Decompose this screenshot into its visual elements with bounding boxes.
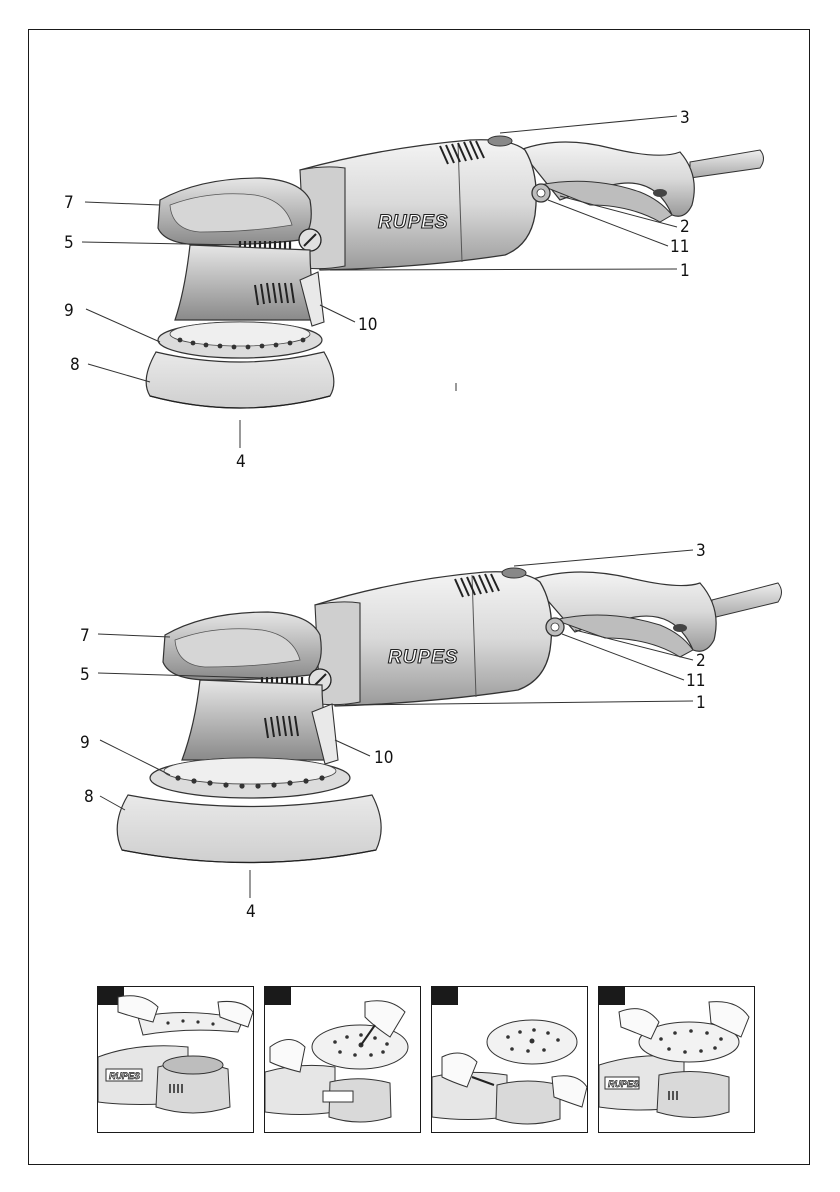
polisher-illustrations: RUPES (0, 0, 840, 980)
callout-11-b: 11 (686, 671, 705, 691)
polisher-top-figure: RUPES (64, 108, 764, 472)
step-panel-2 (264, 986, 421, 1133)
step-4-brand: RUPES (608, 1079, 639, 1089)
callout-3-b: 3 (696, 541, 706, 561)
step-illustration-1: RUPES (98, 987, 254, 1133)
callout-1-b: 1 (696, 693, 706, 713)
callout-2-b: 2 (696, 651, 706, 671)
step-panel-4: RUPES (598, 986, 755, 1133)
callout-9: 9 (64, 301, 74, 321)
callout-4-b: 4 (246, 902, 256, 922)
step-1-brand: RUPES (109, 1071, 140, 1081)
step-panel-1: RUPES (97, 986, 254, 1133)
callout-4: 4 (236, 452, 246, 472)
callout-11: 11 (670, 237, 689, 257)
brand-logo: RUPES (378, 212, 448, 233)
callout-9-b: 9 (80, 733, 90, 753)
step-illustration-3 (432, 987, 588, 1133)
step-illustration-4: RUPES (599, 987, 755, 1133)
callout-3: 3 (680, 108, 690, 128)
callout-8: 8 (70, 355, 80, 375)
callout-5-b: 5 (80, 665, 90, 685)
callout-7-b: 7 (80, 626, 90, 646)
callout-5: 5 (64, 233, 74, 253)
step-panel-3 (431, 986, 588, 1133)
polisher-bottom-figure: RUPES (80, 541, 782, 922)
brand-logo-bottom: RUPES (388, 647, 458, 668)
callout-2: 2 (680, 217, 690, 237)
callout-1: 1 (680, 261, 690, 281)
callout-10: 10 (358, 315, 377, 335)
callout-8-b: 8 (84, 787, 94, 807)
callout-7: 7 (64, 193, 74, 213)
callout-10-b: 10 (374, 748, 393, 768)
step-illustration-2 (265, 987, 421, 1133)
